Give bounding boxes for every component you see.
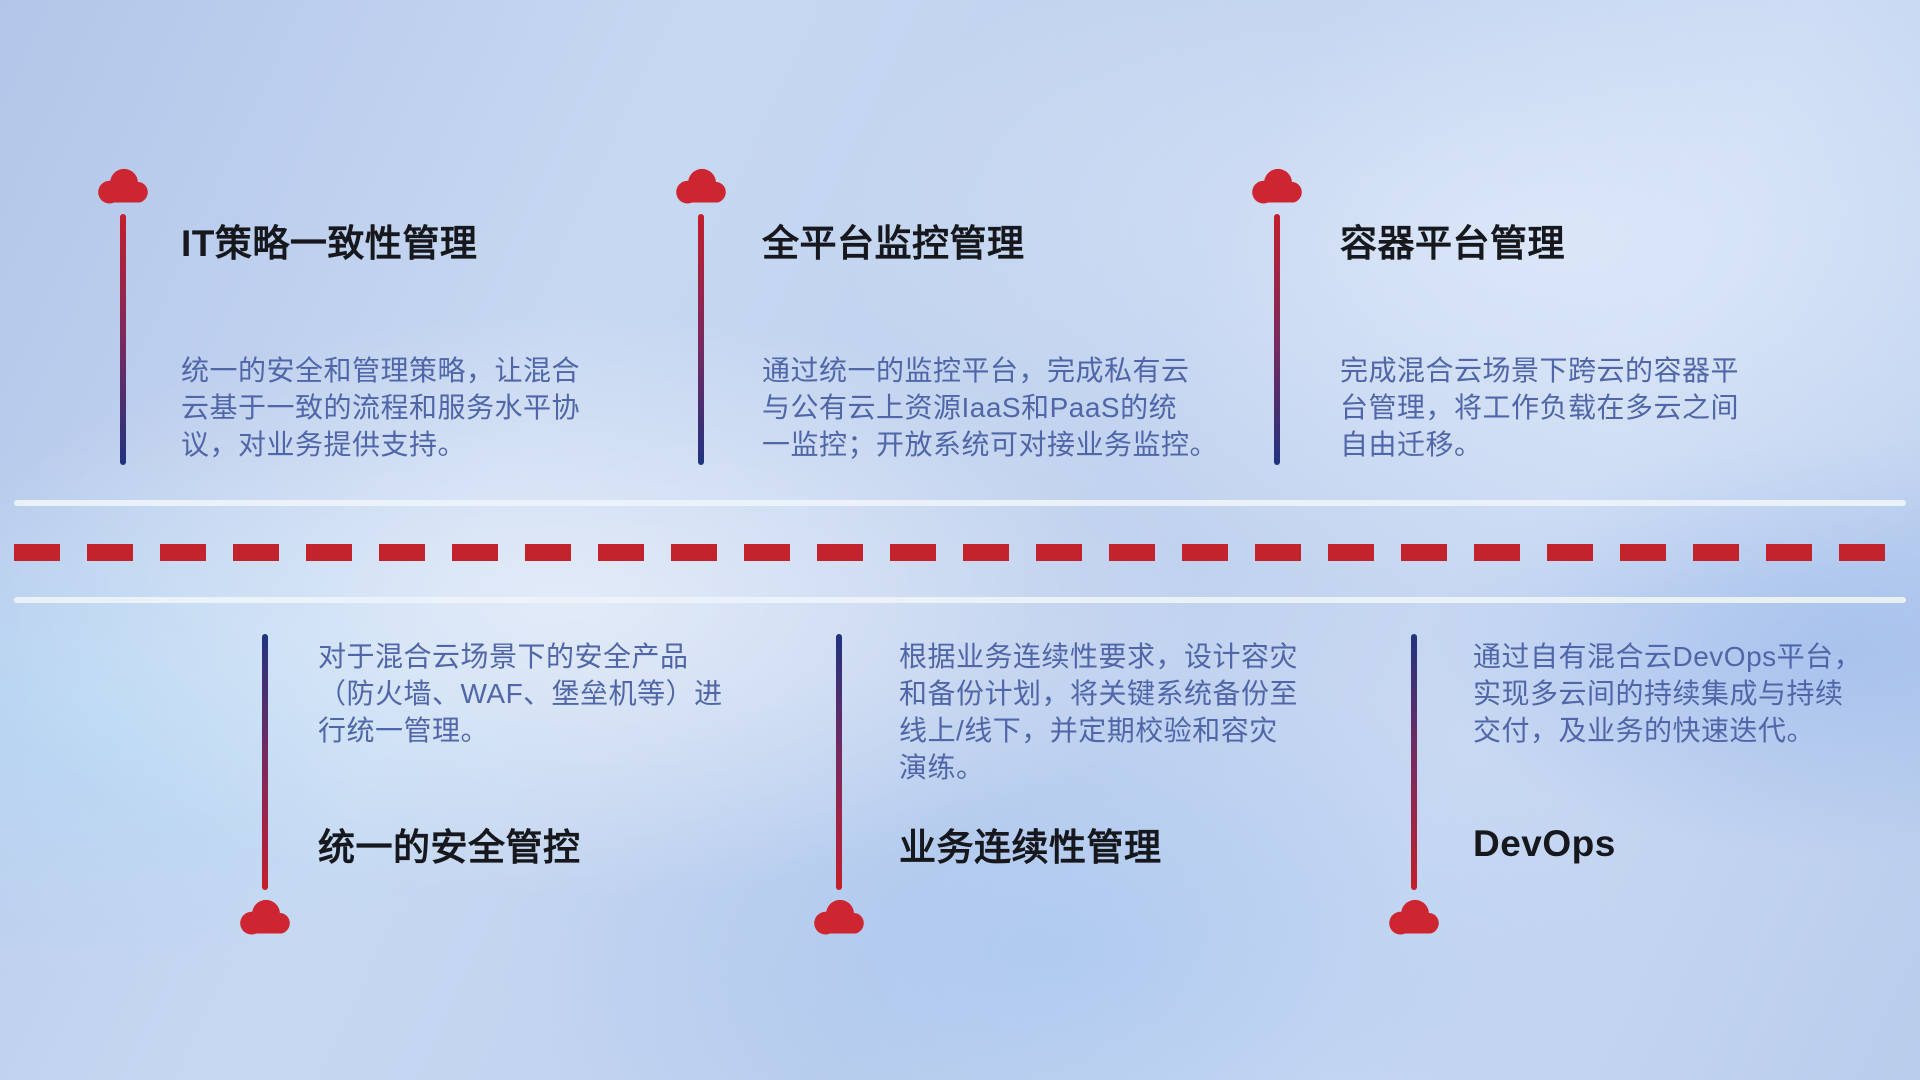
cloud-icon bbox=[1246, 165, 1308, 209]
feature-title: 全平台监控管理 bbox=[762, 223, 1025, 264]
feature-title: 统一的安全管控 bbox=[318, 827, 581, 868]
timeline-stem bbox=[698, 214, 704, 465]
timeline-stem bbox=[1274, 214, 1280, 465]
feature-description: 通过自有混合云DevOps平台， 实现多云间的持续集成与持续 交付，及业务的快速… bbox=[1473, 641, 1863, 746]
cloud-icon bbox=[670, 165, 732, 209]
cloud-icon bbox=[234, 896, 296, 940]
road-bottom-line bbox=[14, 597, 1906, 603]
road-dashed-center-line bbox=[14, 544, 1906, 561]
timeline-stem bbox=[836, 634, 842, 890]
feature-description: 根据业务连续性要求，设计容灾 和备份计划，将关键系统备份至 线上/线下，并定期校… bbox=[899, 641, 1299, 783]
cloud-icon bbox=[92, 165, 154, 209]
feature-description: 统一的安全和管理策略，让混合 云基于一致的流程和服务水平协 议，对业务提供支持。 bbox=[181, 355, 581, 460]
timeline-stem bbox=[262, 634, 268, 890]
feature-description: 完成混合云场景下跨云的容器平 台管理，将工作负载在多云之间 自由迁移。 bbox=[1340, 355, 1740, 460]
feature-description: 通过统一的监控平台，完成私有云 与公有云上资源IaaS和PaaS的统 一监控；开… bbox=[762, 355, 1219, 460]
timeline-stem bbox=[1411, 634, 1417, 890]
feature-title: IT策略一致性管理 bbox=[181, 223, 478, 264]
timeline-stem bbox=[120, 214, 126, 465]
road-top-line bbox=[14, 500, 1906, 506]
feature-title: 业务连续性管理 bbox=[899, 827, 1162, 868]
cloud-icon bbox=[1383, 896, 1445, 940]
feature-title: DevOps bbox=[1473, 823, 1616, 864]
cloud-icon bbox=[808, 896, 870, 940]
feature-description: 对于混合云场景下的安全产品 （防火墙、WAF、堡垒机等）进 行统一管理。 bbox=[318, 641, 723, 746]
feature-title: 容器平台管理 bbox=[1340, 223, 1565, 264]
